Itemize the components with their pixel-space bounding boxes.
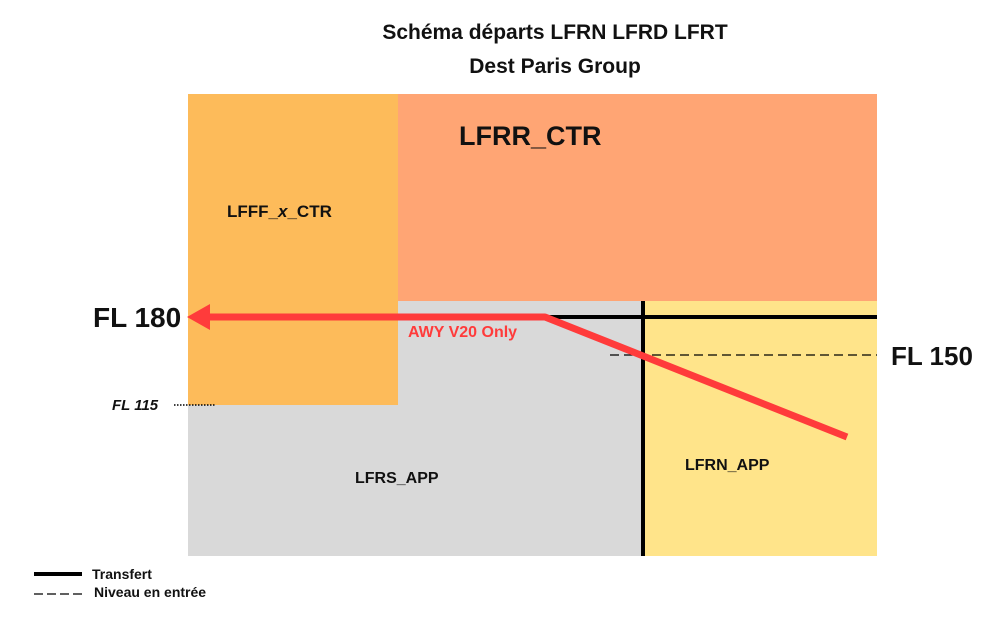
zone-label-lfrr: LFRR_CTR bbox=[459, 121, 602, 151]
zone-lfrr-ctr bbox=[398, 94, 877, 301]
zone-label-lfff-x: x bbox=[278, 202, 288, 221]
zone-label-lfff-suffix: _CTR bbox=[287, 202, 332, 221]
departure-route-line bbox=[204, 313, 849, 441]
zone-lfff-ctr bbox=[188, 94, 398, 405]
legend-transfer-label: Transfert bbox=[92, 566, 152, 582]
zone-label-lfff-prefix: LFFF_ bbox=[227, 202, 278, 221]
level-label-fl115: FL 115 bbox=[112, 397, 159, 414]
level-label-fl180: FL 180 bbox=[93, 302, 182, 333]
legend-entry-level-label: Niveau en entrée bbox=[94, 584, 207, 600]
diagram-title: Schéma départs LFRN LFRD LFRT bbox=[382, 21, 728, 44]
zone-lfrn-app bbox=[644, 301, 877, 556]
zone-label-lfff: LFFF_x_CTR bbox=[227, 202, 332, 222]
zone-label-lfrs: LFRS_APP bbox=[355, 470, 439, 487]
zone-lfrs-app-lower bbox=[188, 405, 398, 556]
route-label-awy-v20: AWY V20 Only bbox=[408, 324, 518, 341]
route-arrowhead-icon bbox=[187, 304, 210, 330]
level-label-fl150: FL 150 bbox=[891, 341, 973, 371]
zone-label-lfrn: LFRN_APP bbox=[685, 457, 770, 474]
diagram-subtitle: Dest Paris Group bbox=[469, 55, 641, 78]
